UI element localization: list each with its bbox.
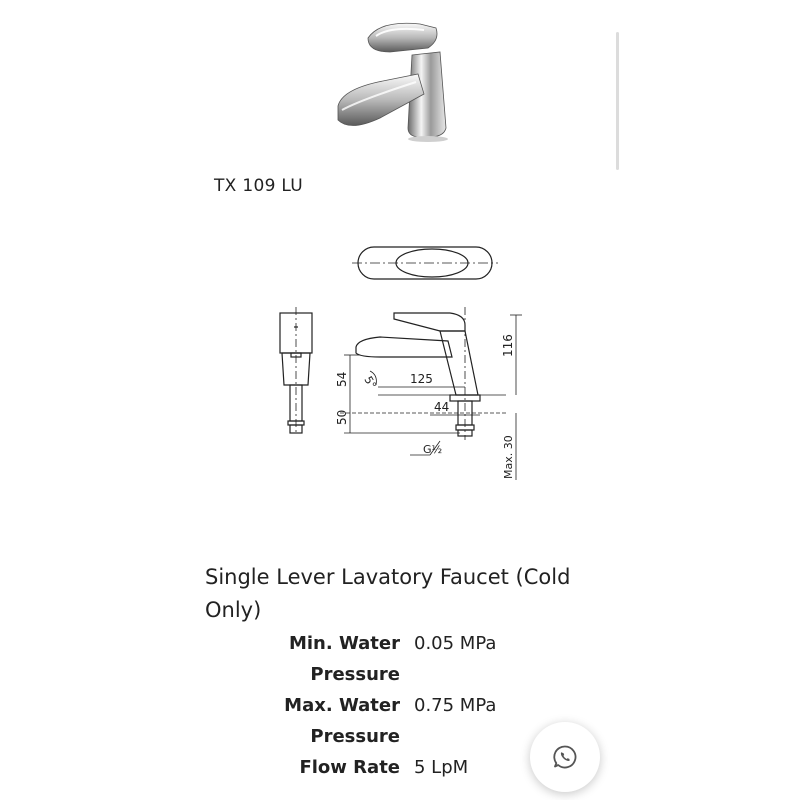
- technical-drawing: 116 54 50 125 5° 44 G½ Max. 30: [260, 235, 540, 485]
- whatsapp-chat-button[interactable]: [530, 722, 600, 792]
- spec-value: 0.75 MPa: [414, 695, 497, 716]
- whatsapp-icon: [553, 745, 577, 769]
- spec-table: Min. Water Pressure 0.05 MPa Max. Water …: [250, 628, 590, 783]
- spec-label: Min. Water Pressure: [288, 633, 400, 685]
- dim-spout-reach: 125: [410, 372, 433, 386]
- dim-base-diameter: 44: [434, 400, 449, 414]
- spec-row-flow-rate: Flow Rate 5 LpM: [250, 752, 590, 783]
- dim-thread: G½: [423, 443, 442, 456]
- spec-row-min-pressure: Min. Water Pressure 0.05 MPa: [250, 628, 590, 690]
- spec-value: 5 LpM: [414, 757, 469, 778]
- dim-max-thickness: Max. 30: [502, 435, 515, 479]
- spec-label: Flow Rate: [299, 757, 400, 778]
- spec-value: 0.05 MPa: [414, 633, 497, 654]
- dim-angle: 5°: [361, 374, 379, 391]
- dimension-drawing: 116 54 50 125 5° 44 G½ Max. 30: [279, 246, 522, 480]
- scrollbar-track[interactable]: [616, 32, 619, 170]
- dim-spout-height: 54: [335, 372, 349, 387]
- dim-shank-length: 50: [335, 410, 349, 425]
- product-title: Single Lever Lavatory Faucet (Cold Only): [205, 565, 571, 622]
- model-code: TX 109 LU: [214, 176, 304, 196]
- faucet-photo: [337, 22, 448, 142]
- spec-label: Max. Water Pressure: [284, 695, 400, 747]
- spec-row-max-pressure: Max. Water Pressure 0.75 MPa: [250, 690, 590, 752]
- dim-height-total: 116: [501, 334, 515, 357]
- product-image: [320, 10, 470, 150]
